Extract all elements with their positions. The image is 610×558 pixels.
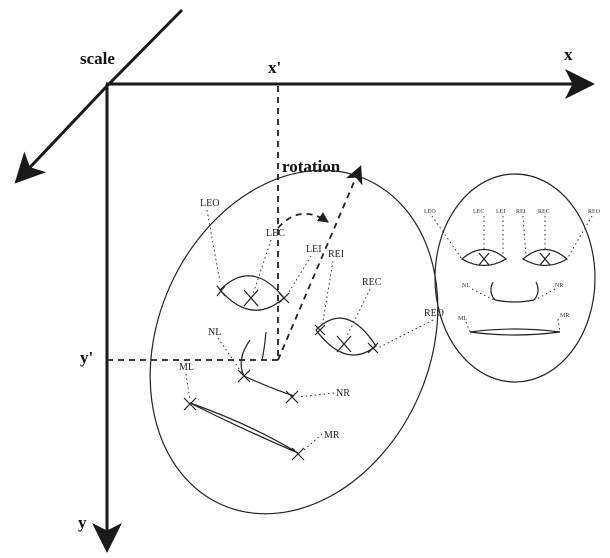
main-leo-label: LEO xyxy=(200,198,219,209)
main-lei-label: LEI xyxy=(306,244,322,255)
main-nose-left-mark xyxy=(237,369,251,383)
main-face-outline xyxy=(149,169,439,515)
small-lei-label: LEI xyxy=(496,209,505,215)
scale-axis-arrow xyxy=(14,84,109,184)
main-mouth-left-mark xyxy=(183,397,197,411)
main-leo-leader xyxy=(206,209,221,283)
main-mr-label: MR xyxy=(324,430,340,441)
main-mr-leader xyxy=(301,433,323,453)
small-nr-leader xyxy=(534,288,556,301)
small-leo-label: LEO xyxy=(424,209,436,215)
x-prime-label: x' xyxy=(268,58,281,77)
rotation-axis-arrow xyxy=(277,165,363,361)
rotation-label: rotation xyxy=(282,157,341,176)
small-left-eye-center-mark xyxy=(478,252,490,266)
small-mouth-lower xyxy=(469,331,561,336)
main-left-eye-outline xyxy=(219,275,285,311)
small-mr-leader xyxy=(557,318,561,333)
main-mouth-upper-lip xyxy=(189,402,299,454)
small-face-outline xyxy=(434,173,596,383)
small-ml-leader xyxy=(465,321,471,333)
scale-axis-label: scale xyxy=(80,49,115,68)
main-mouth-lower-lip xyxy=(189,402,299,454)
small-right-eye-outline xyxy=(521,248,569,267)
main-ml-leader xyxy=(185,373,191,401)
main-mouth-right-mark xyxy=(291,447,305,461)
main-nl-label: NL xyxy=(208,327,221,338)
main-nose-right-mark xyxy=(285,390,299,404)
main-face: LEO LEC LEI REI REC NL ML NR MR REO xyxy=(149,169,444,515)
main-nose-line-left xyxy=(240,339,251,377)
small-rei-label: REI xyxy=(516,209,526,215)
small-face: LEO LEC LEI REI REC REO NL NR ML MR xyxy=(424,173,601,383)
y-axis-label: y xyxy=(78,513,87,532)
main-mouth xyxy=(183,397,305,461)
small-mouth xyxy=(469,328,561,336)
small-nl-label: NL xyxy=(462,283,470,289)
main-left-eye-center-mark xyxy=(243,289,259,307)
small-right-eye xyxy=(521,248,569,267)
main-rei-label: REI xyxy=(328,249,344,260)
small-nose xyxy=(490,281,539,303)
main-right-eye-outer-mark xyxy=(367,342,379,354)
main-reo-leader xyxy=(377,319,434,349)
main-left-eye-outer-mark xyxy=(216,285,226,297)
small-lec-label: LEC xyxy=(473,209,484,215)
main-lei-leader xyxy=(285,255,312,298)
small-mr-label: MR xyxy=(560,313,569,319)
main-rec-label: REC xyxy=(362,277,382,288)
small-nose-left xyxy=(490,281,496,301)
main-right-eye-center-mark xyxy=(336,335,352,353)
scale-axis-line xyxy=(105,8,184,88)
main-nr-leader xyxy=(297,392,335,398)
main-rei-leader xyxy=(321,260,334,328)
main-right-eye xyxy=(314,317,379,356)
rotation-angle-arc xyxy=(277,212,329,229)
main-right-eye-outline xyxy=(315,317,377,356)
small-left-eye xyxy=(460,248,508,267)
axes: x y scale xyxy=(14,8,595,553)
small-mouth-upper xyxy=(469,328,561,333)
x-axis-label: x xyxy=(564,45,573,64)
main-ml-label: ML xyxy=(179,362,194,373)
main-nose-base xyxy=(243,375,295,397)
main-lec-label: LEC xyxy=(266,228,285,239)
small-ml-label: ML xyxy=(458,316,467,322)
main-nr-label: NR xyxy=(336,388,350,399)
main-reo-label: REO xyxy=(424,308,444,319)
main-nose-line-right xyxy=(261,331,267,361)
small-reo-leader xyxy=(566,215,593,260)
main-left-eye xyxy=(216,275,290,311)
main-rec-leader xyxy=(345,288,371,339)
small-nose-right xyxy=(533,281,539,301)
small-rei-leader xyxy=(522,215,527,257)
small-reo-label: REO xyxy=(588,209,601,215)
small-right-eye-center-mark xyxy=(539,252,551,266)
main-nl-leader xyxy=(217,337,243,374)
main-lec-leader xyxy=(252,239,272,295)
small-nose-base xyxy=(494,299,535,303)
y-prime-label: y' xyxy=(80,348,93,367)
origin-projections: x' y' rotation xyxy=(80,58,363,367)
main-right-eye-inner-mark xyxy=(314,324,326,336)
small-left-eye-outline xyxy=(460,248,508,267)
small-nr-label: NR xyxy=(555,283,563,289)
small-rec-label: REC xyxy=(538,209,550,215)
main-nose xyxy=(237,331,299,404)
